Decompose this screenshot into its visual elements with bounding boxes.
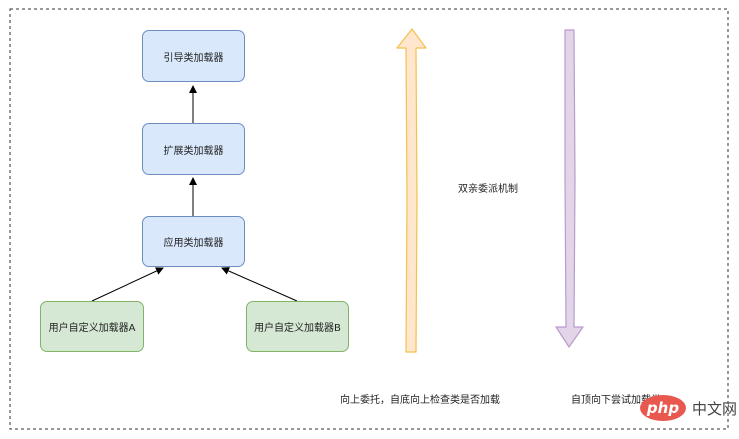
up-arrow	[396, 28, 427, 353]
watermark-text: 中文网	[692, 399, 738, 418]
outer-frame	[9, 8, 729, 430]
node-user-a-label: 用户自定义加载器A	[48, 323, 136, 334]
node-user-b-label: 用户自定义加载器B	[254, 323, 341, 334]
php-logo: php	[640, 395, 686, 421]
watermark: php 中文网	[640, 395, 737, 421]
down-caption: 自顶向下尝试加载类	[571, 395, 661, 406]
node-extension-label: 扩展类加载器	[163, 145, 224, 157]
node-application-label: 应用类加载器	[163, 238, 224, 249]
arrow-userA-to-application	[91, 267, 164, 302]
node-bootstrap-loader: 引导类加载器	[142, 30, 245, 82]
arrow-userB-to-application	[221, 267, 298, 302]
down-arrow	[555, 29, 584, 348]
node-user-loader-a: 用户自定义加载器A	[40, 301, 144, 352]
node-bootstrap-label: 引导类加载器	[163, 52, 224, 64]
center-label: 双亲委派机制	[458, 184, 518, 195]
up-caption: 向上委托，自底向上检查类是否加载	[340, 395, 500, 406]
node-application-loader: 应用类加载器	[142, 216, 245, 267]
node-extension-loader: 扩展类加载器	[142, 123, 245, 175]
node-user-loader-b: 用户自定义加载器B	[246, 301, 349, 352]
